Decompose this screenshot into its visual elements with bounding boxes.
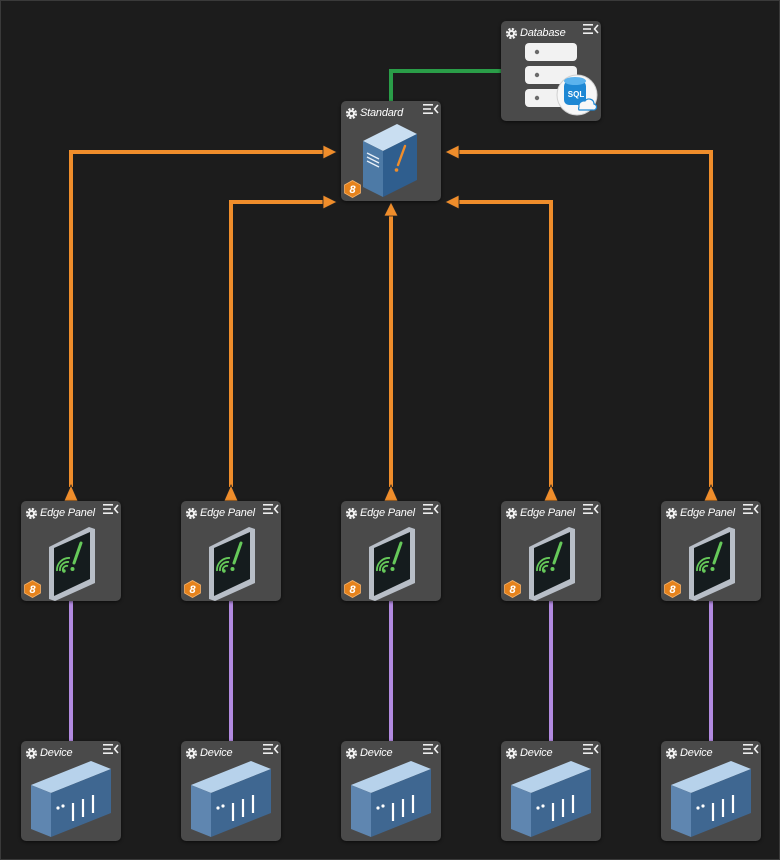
node-header: Standard <box>345 105 437 121</box>
node-title: Standard <box>360 107 404 119</box>
node-title: Database <box>520 27 566 39</box>
node-title: Edge Panel <box>200 507 255 519</box>
node-title: Device <box>200 747 233 759</box>
arrow-in-icon <box>444 144 460 160</box>
gear-icon[interactable] <box>505 27 518 40</box>
arrow-out-icon <box>703 484 719 502</box>
node-menu-icon[interactable] <box>743 743 759 755</box>
edge-panel-node-5[interactable]: Edge Panel 8 <box>661 501 761 601</box>
node-header: Device <box>665 745 757 761</box>
arrow-in-icon <box>322 144 338 160</box>
version-badge-icon: 8 <box>504 580 521 598</box>
node-menu-icon[interactable] <box>743 503 759 515</box>
svg-text:8: 8 <box>349 184 356 196</box>
arrow-in-icon <box>444 194 460 210</box>
version-badge-icon: 8 <box>664 580 681 598</box>
node-header: Device <box>505 745 597 761</box>
arrow-out-icon <box>223 484 239 502</box>
node-header: Edge Panel <box>185 505 277 521</box>
sql-label: SQL <box>568 90 585 99</box>
version-badge-icon: 8 <box>344 180 361 198</box>
svg-text:8: 8 <box>349 584 356 596</box>
node-title: Device <box>520 747 553 759</box>
gear-icon[interactable] <box>25 747 38 760</box>
node-menu-icon[interactable] <box>263 743 279 755</box>
node-menu-icon[interactable] <box>583 23 599 35</box>
db-connection[interactable] <box>389 69 502 101</box>
gateway-node[interactable]: Standard 8 <box>341 101 441 201</box>
node-header: Edge Panel <box>665 505 757 521</box>
node-title: Edge Panel <box>360 507 415 519</box>
device-node-2[interactable]: Device <box>181 741 281 841</box>
connection-edge-panel-4[interactable] <box>459 200 553 487</box>
device-node-5[interactable]: Device <box>661 741 761 841</box>
svg-text:8: 8 <box>189 584 196 596</box>
database-node[interactable]: SQL Database <box>501 21 601 121</box>
connection-edge-panel-5[interactable] <box>459 150 713 487</box>
svg-text:8: 8 <box>509 584 516 596</box>
version-badge-icon: 8 <box>184 580 201 598</box>
node-title: Edge Panel <box>520 507 575 519</box>
database-server-icon <box>525 43 598 116</box>
connection-edge-panel-2[interactable] <box>229 200 323 487</box>
node-header: Device <box>345 745 437 761</box>
node-menu-icon[interactable] <box>423 743 439 755</box>
connection-edge-panel-1[interactable] <box>69 150 323 487</box>
server-tower-icon <box>363 124 417 197</box>
gear-icon[interactable] <box>665 507 678 520</box>
device-node-1[interactable]: Device <box>21 741 121 841</box>
arrow-out-icon <box>383 484 399 502</box>
node-header: Device <box>185 745 277 761</box>
gear-icon[interactable] <box>345 747 358 760</box>
gear-icon[interactable] <box>185 507 198 520</box>
node-header: Database <box>505 25 597 41</box>
gear-icon[interactable] <box>345 107 358 120</box>
svg-text:8: 8 <box>669 584 676 596</box>
node-menu-icon[interactable] <box>583 503 599 515</box>
version-badge-icon: 8 <box>344 580 361 598</box>
version-badge-icon: 8 <box>24 580 41 598</box>
arrow-out-icon <box>543 484 559 502</box>
gear-icon[interactable] <box>25 507 38 520</box>
node-header: Edge Panel <box>345 505 437 521</box>
svg-text:8: 8 <box>29 584 36 596</box>
node-menu-icon[interactable] <box>263 503 279 515</box>
edge-panel-node-2[interactable]: Edge Panel 8 <box>181 501 281 601</box>
edge-panel-node-3[interactable]: Edge Panel 8 <box>341 501 441 601</box>
node-title: Device <box>40 747 73 759</box>
arrow-in-icon <box>383 201 399 217</box>
svg-text:SQL: SQL <box>568 90 585 99</box>
node-title: Edge Panel <box>680 507 735 519</box>
node-menu-icon[interactable] <box>423 503 439 515</box>
node-menu-icon[interactable] <box>583 743 599 755</box>
node-header: Edge Panel <box>25 505 117 521</box>
edge-panel-node-1[interactable]: Edge Panel 8 <box>21 501 121 601</box>
device-node-4[interactable]: Device <box>501 741 601 841</box>
node-title: Device <box>680 747 713 759</box>
node-title: Edge Panel <box>40 507 95 519</box>
gear-icon[interactable] <box>505 747 518 760</box>
gear-icon[interactable] <box>665 747 678 760</box>
node-header: Edge Panel <box>505 505 597 521</box>
node-header: Device <box>25 745 117 761</box>
edge-panel-node-4[interactable]: Edge Panel 8 <box>501 501 601 601</box>
gear-icon[interactable] <box>185 747 198 760</box>
node-menu-icon[interactable] <box>423 103 439 115</box>
arrow-out-icon <box>63 484 79 502</box>
device-node-3[interactable]: Device <box>341 741 441 841</box>
node-menu-icon[interactable] <box>103 743 119 755</box>
gear-icon[interactable] <box>345 507 358 520</box>
node-title: Device <box>360 747 393 759</box>
arrow-in-icon <box>322 194 338 210</box>
node-menu-icon[interactable] <box>103 503 119 515</box>
gear-icon[interactable] <box>505 507 518 520</box>
